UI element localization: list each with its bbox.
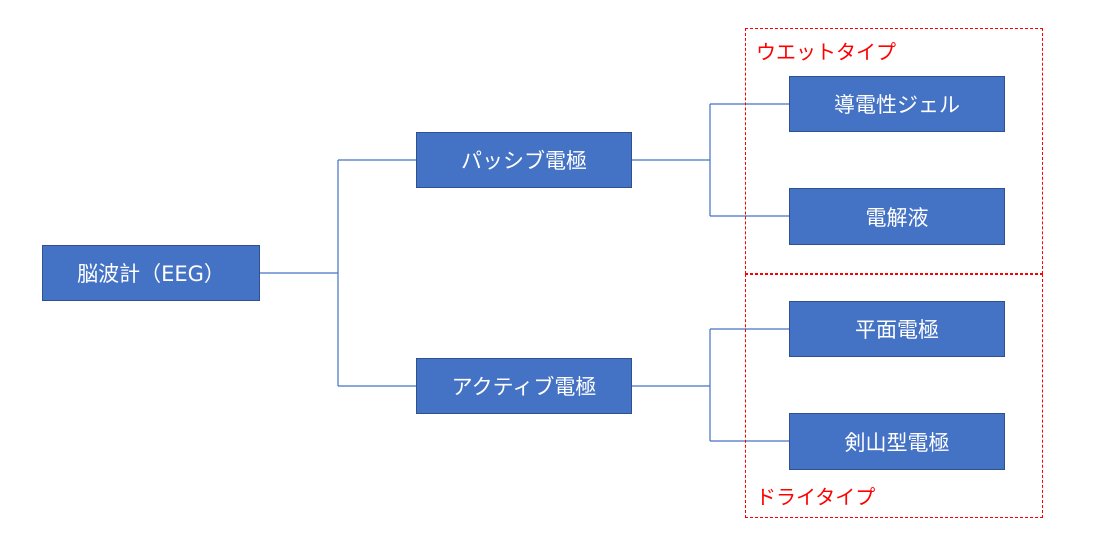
group-wet-type-label: ウエットタイプ <box>756 40 896 64</box>
connector-root-bus <box>260 159 416 387</box>
node-spike-electrode: 剣山型電極 <box>789 413 1005 470</box>
node-root-eeg: 脳波計（EEG） <box>42 245 260 301</box>
group-dry-type-label: ドライタイプ <box>756 485 876 509</box>
node-electrolyte: 電解液 <box>789 188 1005 245</box>
node-flat-electrode: 平面電極 <box>789 301 1005 357</box>
connector-passive-children <box>632 103 789 217</box>
group-wet-type <box>745 28 1043 274</box>
node-active-electrode: アクティブ電極 <box>416 358 632 414</box>
group-dry-type <box>745 274 1043 518</box>
node-passive-electrode: パッシブ電極 <box>416 132 632 188</box>
node-conductive-gel: 導電性ジェル <box>789 76 1005 132</box>
connector-active-children <box>632 328 789 442</box>
